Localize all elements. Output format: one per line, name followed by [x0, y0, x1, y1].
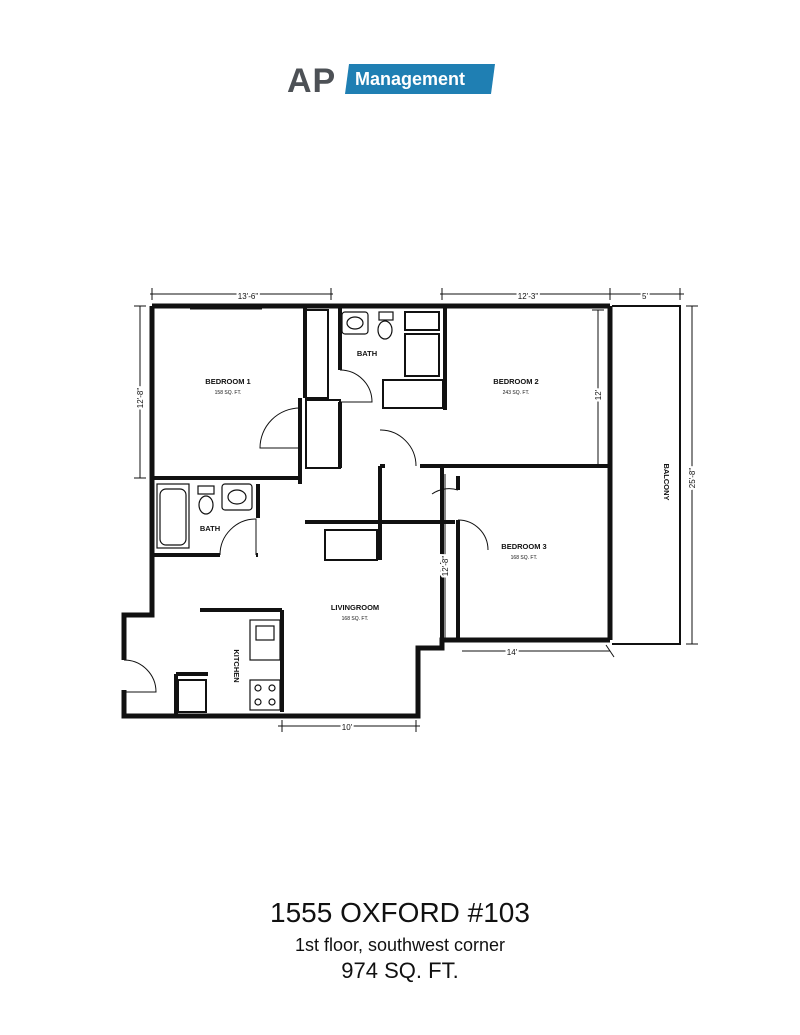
outer-walls — [121, 303, 613, 719]
balcony-label: BALCONY — [662, 463, 671, 500]
livingroom-area: 168 SQ. FT. — [342, 616, 369, 622]
bath-left-label: BATH — [200, 524, 220, 533]
balcony-outline — [612, 305, 681, 645]
logo-ap: AP — [287, 62, 337, 100]
logo-management: Management — [355, 69, 466, 89]
kitchen-fixtures — [249, 619, 281, 711]
dim-left: 12'-8" — [136, 388, 145, 409]
bath-top-label: BATH — [357, 349, 377, 358]
logo-banner — [345, 64, 495, 94]
bath-fixtures — [156, 311, 394, 549]
dim-bottom-mid: 10' — [342, 723, 353, 732]
interior-walls — [152, 306, 610, 716]
bedroom3-area: 168 SQ. FT. — [511, 555, 538, 561]
dim-top-left: 13'-6" — [238, 292, 259, 301]
door-swings — [123, 369, 489, 693]
dim-top-mid: 12'-3" — [518, 292, 539, 301]
dim-top-right: 5' — [642, 292, 648, 301]
closets — [177, 309, 444, 713]
kitchen-label: KITCHEN — [232, 649, 241, 682]
footer-subtitle: 1st floor, southwest corner — [294, 935, 506, 955]
dimension-lines — [134, 288, 698, 732]
bedroom1-name: BEDROOM 1 — [205, 377, 250, 386]
livingroom-name: LIVINGROOM — [331, 603, 379, 612]
dim-right: 25'-8" — [688, 468, 697, 489]
footer-area: 974 SQ. FT. — [341, 958, 459, 983]
dim-bottom-right: 14' — [507, 648, 518, 657]
bedroom3-name: BEDROOM 3 — [501, 542, 546, 551]
bedroom1-area: 158 SQ. FT. — [215, 390, 242, 396]
window-markers — [190, 308, 609, 625]
logo-management-box: Management — [345, 64, 495, 94]
bedroom2-name: BEDROOM 2 — [493, 377, 538, 386]
footer-title: 1555 OXFORD #103 — [270, 897, 530, 928]
dim-bedroom2-right: 12' — [594, 389, 603, 400]
bedroom2-area: 243 SQ. FT. — [503, 390, 530, 396]
dim-bedroom3-left: 12'-8" — [441, 556, 450, 577]
